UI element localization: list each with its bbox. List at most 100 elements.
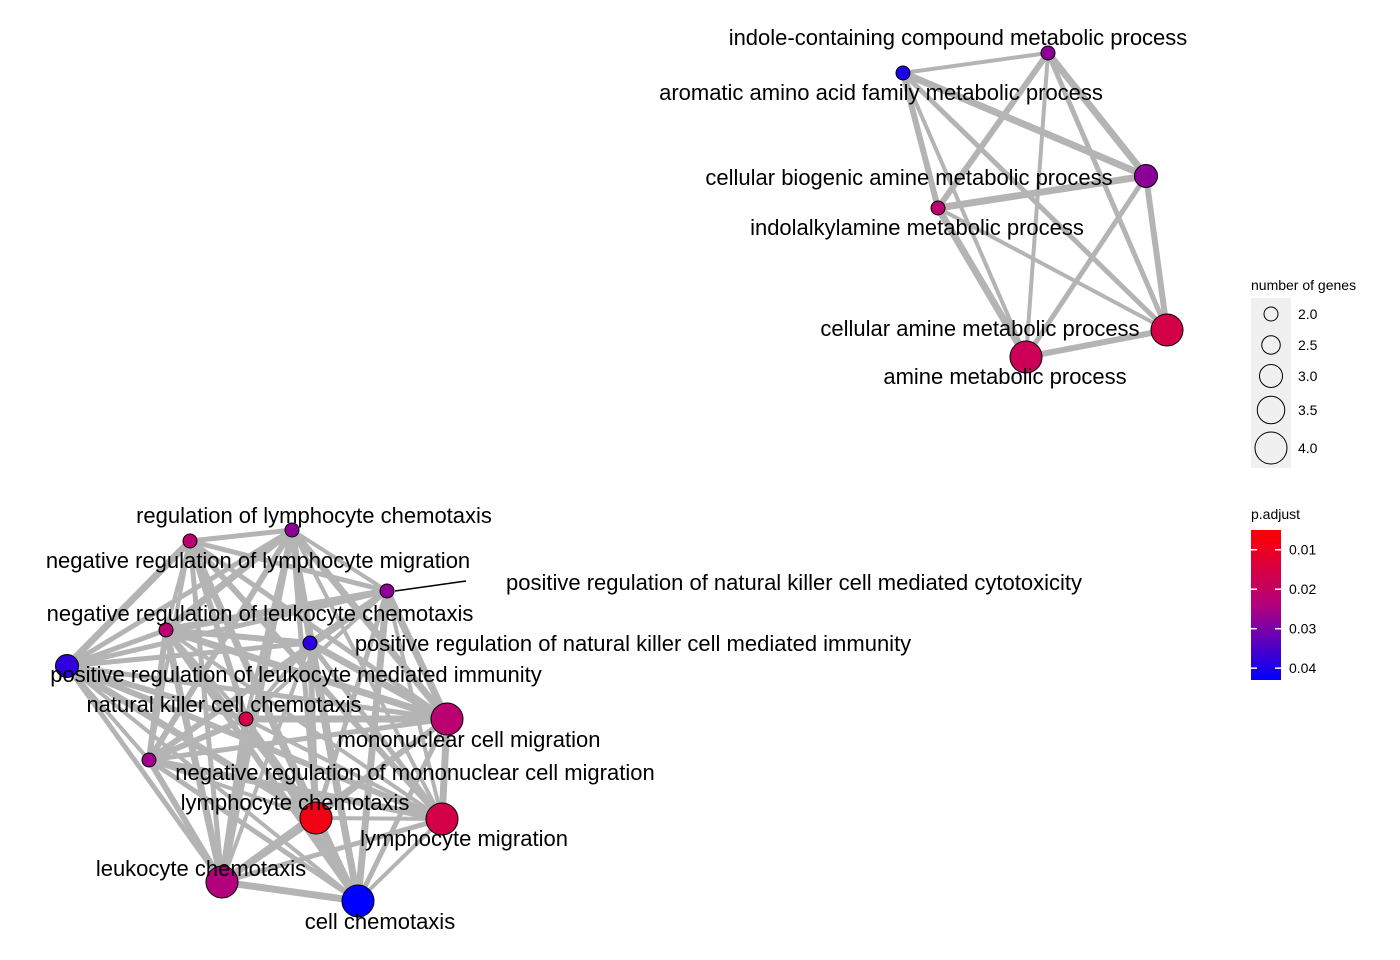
color-legend-bar bbox=[1251, 530, 1281, 680]
network-edge bbox=[221, 878, 359, 905]
node-indolalkyl bbox=[930, 200, 946, 216]
network-edge bbox=[934, 206, 1030, 359]
network-edge bbox=[146, 758, 225, 884]
network-edge bbox=[1045, 52, 1170, 331]
node-label-lymmig: lymphocyte migration bbox=[360, 826, 568, 851]
network-edge bbox=[935, 51, 1051, 210]
network-edge bbox=[187, 540, 225, 883]
size-legend: number of genes 2.02.53.03.54.0 bbox=[1251, 277, 1356, 468]
label-leader-line bbox=[394, 580, 467, 592]
network-edge bbox=[1143, 175, 1170, 331]
node-label-biogenic: cellular biogenic amine metabolic proces… bbox=[705, 165, 1112, 190]
size-legend-key bbox=[1259, 364, 1283, 388]
network-edge bbox=[66, 663, 247, 722]
size-legend-title: number of genes bbox=[1251, 277, 1356, 293]
network-edge bbox=[900, 72, 941, 209]
size-legend-key bbox=[1263, 306, 1279, 322]
node-label-reglymchem: regulation of lymphocyte chemotaxis bbox=[136, 503, 492, 528]
network-edge bbox=[902, 51, 1049, 75]
network-edge bbox=[165, 627, 311, 646]
node-negregmonomig bbox=[141, 752, 157, 768]
network-edge bbox=[64, 664, 225, 884]
node-cellamine bbox=[1150, 313, 1184, 347]
node-label-amine: amine metabolic process bbox=[883, 364, 1126, 389]
network-edge bbox=[1023, 174, 1149, 359]
network-edge bbox=[220, 642, 312, 883]
color-legend: p.adjust 0.010.020.030.04 bbox=[1251, 506, 1316, 680]
network-edge bbox=[385, 590, 444, 820]
network-edge bbox=[66, 588, 388, 669]
network-edge bbox=[188, 538, 449, 722]
node-cellchem bbox=[341, 884, 375, 918]
node-label-negregleuchem: negative regulation of leukocyte chemota… bbox=[47, 601, 474, 626]
network-edge bbox=[356, 817, 444, 903]
size-legend-label: 3.5 bbox=[1298, 402, 1318, 418]
node-label-cellchem: cell chemotaxis bbox=[305, 909, 455, 934]
network-edge bbox=[147, 757, 360, 904]
node-label-indole: indole-containing compound metabolic pro… bbox=[729, 25, 1188, 50]
color-legend-label: 0.01 bbox=[1289, 542, 1316, 558]
network-edge bbox=[290, 528, 389, 593]
node-mononucmig bbox=[430, 702, 464, 736]
network-edge bbox=[244, 641, 312, 721]
node-nkchem bbox=[238, 711, 254, 727]
network-edge bbox=[163, 628, 361, 903]
network-edge bbox=[315, 816, 443, 821]
network-edge bbox=[1025, 327, 1168, 360]
network-edge bbox=[220, 815, 318, 885]
network-edge bbox=[148, 758, 317, 820]
node-reglymchem bbox=[284, 522, 300, 538]
node-indole bbox=[1040, 45, 1056, 61]
node-label-cellamine: cellular amine metabolic process bbox=[820, 316, 1139, 341]
size-legend-label: 3.0 bbox=[1298, 368, 1318, 384]
node-leuchem bbox=[205, 865, 239, 899]
node-label-nkchem: natural killer cell chemotaxis bbox=[86, 692, 361, 717]
network-edge bbox=[147, 716, 248, 763]
network-labels: indole-containing compound metabolic pro… bbox=[46, 25, 1187, 934]
network-edge bbox=[307, 642, 319, 819]
network-edge bbox=[901, 71, 1169, 332]
network-edge bbox=[164, 628, 444, 821]
network-nodes bbox=[55, 45, 1184, 918]
network-edge bbox=[64, 538, 193, 669]
network-edge bbox=[901, 69, 1148, 180]
node-posregnkimm bbox=[302, 635, 318, 651]
node-label-negregmonomig: negative regulation of mononuclear cell … bbox=[175, 760, 654, 785]
network-edge bbox=[148, 716, 448, 763]
size-legend-label: 2.0 bbox=[1298, 306, 1318, 322]
node-posregnkcyto bbox=[379, 583, 395, 599]
network-edge bbox=[66, 627, 167, 669]
network-edge bbox=[308, 639, 449, 723]
network-edge bbox=[354, 590, 391, 902]
node-biogenic bbox=[1134, 164, 1158, 188]
node-label-aromatic: aromatic amino acid family metabolic pro… bbox=[659, 80, 1103, 105]
network-edge bbox=[148, 756, 443, 823]
node-lymmig bbox=[425, 802, 459, 836]
node-aromatic bbox=[895, 65, 911, 81]
node-label-negreglymmig: negative regulation of lymphocyte migrat… bbox=[46, 548, 470, 573]
network-edge bbox=[438, 718, 451, 820]
network-edge bbox=[66, 663, 448, 722]
node-label-posregnkimm: positive regulation of natural killer ce… bbox=[355, 631, 911, 656]
network-edge bbox=[937, 172, 1147, 212]
network-edge bbox=[937, 206, 1168, 332]
size-legend-background bbox=[1251, 298, 1291, 468]
network-edge bbox=[383, 589, 451, 721]
color-legend-label: 0.02 bbox=[1289, 581, 1316, 597]
network-edge bbox=[221, 816, 443, 885]
network-edge bbox=[245, 717, 443, 821]
size-legend-key bbox=[1261, 335, 1281, 355]
node-lymchem bbox=[299, 801, 333, 835]
node-label-lymchem: lymphocyte chemotaxis bbox=[181, 790, 410, 815]
network-edge bbox=[164, 626, 449, 723]
color-legend-label: 0.03 bbox=[1289, 621, 1316, 637]
network-edge bbox=[1045, 50, 1149, 179]
network-edge bbox=[189, 538, 388, 594]
network-edge bbox=[65, 663, 444, 822]
node-label-posregnkcyto: positive regulation of natural killer ce… bbox=[506, 570, 1082, 595]
size-legend-label: 4.0 bbox=[1298, 440, 1318, 456]
size-legend-key bbox=[1254, 431, 1288, 465]
network-edge bbox=[901, 72, 1028, 358]
network-edge bbox=[289, 527, 450, 722]
